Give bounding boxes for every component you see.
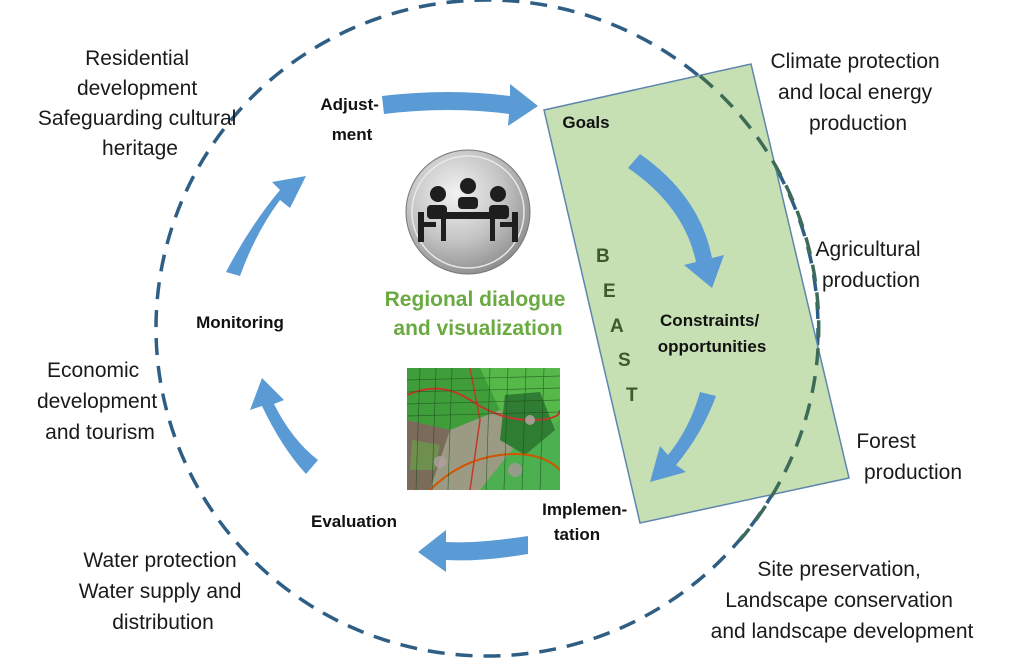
label-climate: Climate protection and local energy prod… [770,50,945,135]
label-residential: Residential development Safeguarding cul… [38,47,242,160]
beast-letter: E [603,281,616,302]
arrow-monitoring-to-adjustment [226,176,306,276]
beast-letter: A [610,316,624,337]
step-goals: Goals [562,113,609,132]
arrow-adjustment-to-goals [382,84,538,126]
beast-letter: T [626,385,638,406]
label-economic: Economic development and tourism [37,359,163,444]
arrow-goals-to-constraints [628,154,724,288]
land-use-map-image [407,368,560,490]
label-agricultural: Agricultural production [816,238,927,292]
step-implementation: Implemen- tation [542,500,632,544]
step-constraints: Constraints/ opportunities [658,311,767,356]
dashed-circle-over-box [698,74,821,542]
beast-letter: B [596,246,610,267]
step-adjustment: Adjust- ment [320,95,383,144]
beast-label: B E A S T [596,246,638,406]
label-water: Water protection Water supply and distri… [79,549,247,634]
label-site: Site preservation, Landscape conservatio… [711,558,974,643]
step-monitoring: Monitoring [196,313,284,332]
arrow-constraints-to-implementation [650,392,716,482]
meeting-table-icon [405,149,531,275]
arrow-evaluation-to-monitoring [250,378,318,474]
beast-letter: S [618,350,631,371]
step-evaluation: Evaluation [311,512,397,531]
cycle-arrows [226,84,724,572]
arrow-implementation-to-evaluation [418,530,528,572]
label-forest: Forest production [856,430,962,484]
center-title: Regional dialogue and visualization [385,288,572,340]
beast-box [543,63,850,524]
